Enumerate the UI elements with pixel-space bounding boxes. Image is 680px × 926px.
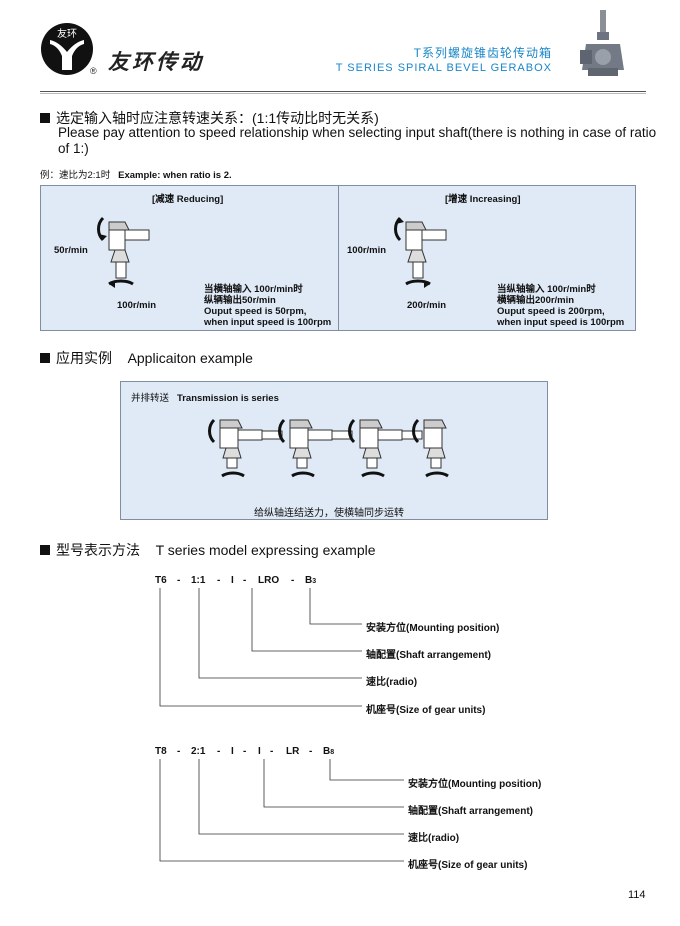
page-number: 114: [628, 889, 646, 901]
gearbox-unit-3: [348, 418, 403, 478]
model2-label-size: 机座号(Size of gear units): [408, 860, 528, 871]
model2-label-shaft: 轴配置(Shaft arrangement): [408, 806, 534, 817]
reducing-title: [减速 Reducing]: [152, 194, 224, 205]
model2-label-ratio: 速比(radio): [408, 833, 460, 844]
increasing-title: [增速 Increasing]: [445, 194, 521, 205]
series-transmission-diagram: [208, 418, 449, 478]
model1-label-shaft: 轴配置(Shaft arrangement): [366, 650, 492, 661]
model2-variant: I: [258, 746, 261, 757]
increasing-gearbox-diagram: [394, 216, 447, 288]
application-panel: [120, 381, 548, 520]
model2-shaft: LR: [286, 746, 300, 757]
coupling-2: [331, 430, 353, 440]
increasing-note: 当纵轴输入 100r/min时 横辆输出200r/min Ouput speed…: [497, 284, 625, 328]
section-heading-model: 型号表示方法 T series model expressing example: [40, 540, 376, 560]
section-heading-speed: 选定输入轴时应注意转速关系：(1:1传动比时无关系): [40, 108, 379, 128]
increasing-output-speed: 200r/min: [407, 300, 447, 311]
gearbox-unit-2: [278, 418, 333, 478]
series-title-cn: T系列螺旋锥齿轮传动箱: [413, 46, 552, 60]
panel-divider: [338, 185, 339, 331]
reducing-output-speed: 100r/min: [117, 300, 157, 311]
series-title-en: T SERIES SPIRAL BEVEL GERABOX: [335, 62, 552, 74]
model1-label-mounting: 安装方位(Mounting position): [366, 623, 500, 634]
model2-dash: -: [309, 746, 313, 757]
brand-name: 友环传动: [108, 49, 204, 74]
registered-mark: ®: [90, 66, 97, 76]
model1-dash: -: [291, 575, 295, 586]
header-rule: [40, 91, 646, 92]
model1-label-ratio: 速比(radio): [366, 677, 418, 688]
example-label: 例：速比为2:1时 Example: when ratio is 2.: [40, 170, 232, 181]
model2-size: T8: [155, 746, 167, 757]
model2-dash: -: [177, 746, 181, 757]
model2-dash: -: [270, 746, 274, 757]
reducing-gearbox-diagram: [97, 216, 150, 288]
model2-label-mounting: 安装方位(Mounting position): [408, 779, 542, 790]
reducing-input-speed: 50r/min: [54, 245, 88, 256]
section-heading-application: 应用实例 Applicaiton example: [40, 348, 253, 368]
model2-dash: -: [243, 746, 247, 757]
header-rule-thin: [40, 93, 646, 94]
reducing-note: 当横轴输入 100r/min时 纵辆输出50r/min Ouput speed …: [204, 284, 332, 328]
svg-text:友环: 友环: [57, 27, 77, 40]
model1-ratio: 1:1: [191, 575, 206, 586]
model1-shaft: LRO: [258, 575, 280, 586]
model1-dash: -: [243, 575, 247, 586]
gearbox-unit-1: [208, 418, 263, 478]
coupling-3: [401, 430, 423, 440]
model1-mounting: B3: [305, 575, 317, 586]
speed-note-paragraph: Please pay attention to speed relationsh…: [58, 125, 657, 156]
model2-ratio: 2:1: [191, 746, 206, 757]
model1-size: T6: [155, 575, 167, 586]
application-caption: 给纵轴连结送力，使横轴同步运转: [254, 508, 404, 519]
model2-type: I: [231, 746, 234, 757]
model1-type: I: [231, 575, 234, 586]
model2-mounting: B8: [323, 746, 335, 757]
gearbox-unit-4: [412, 418, 449, 478]
application-box-title: 并排转送 Transmission is series: [131, 393, 279, 404]
model2-dash: -: [217, 746, 221, 757]
model1-dash: -: [217, 575, 221, 586]
model1-dash: -: [177, 575, 181, 586]
increasing-input-speed: 100r/min: [347, 245, 387, 256]
company-logo: 友环: [41, 23, 93, 75]
model1-label-size: 机座号(Size of gear units): [366, 705, 486, 716]
gearbox-product-image: [580, 10, 624, 76]
coupling-1: [261, 430, 283, 440]
